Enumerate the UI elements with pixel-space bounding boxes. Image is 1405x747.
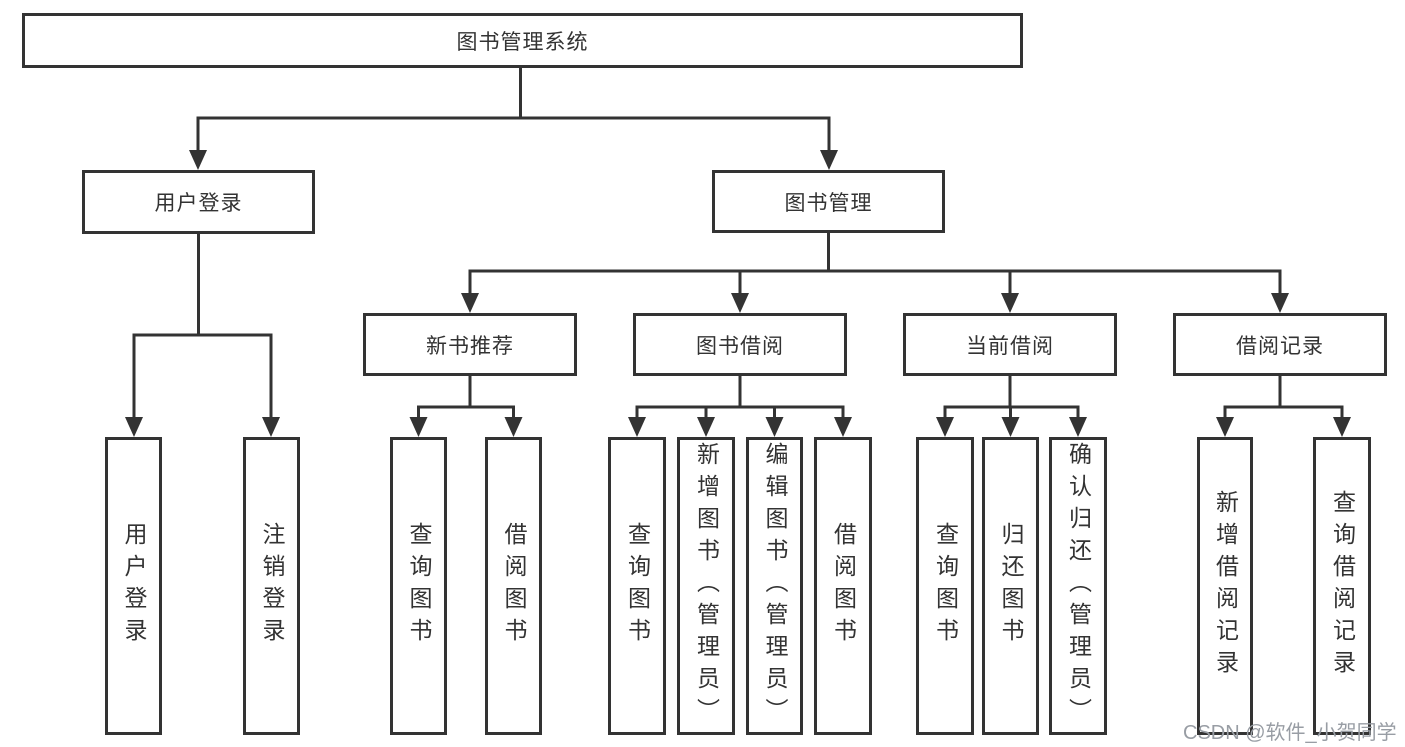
csdn-watermark: CSDN @软件_小贺同学 [1183,722,1397,744]
node-label: 借阅图书 [501,522,527,650]
arrowhead-icons [125,150,1351,437]
node-cb-confirm-return-admin: 确认归还（管理员） [1049,437,1107,735]
node-book-management: 图书管理 [712,170,945,233]
node-root-system: 图书管理系统 [22,13,1023,68]
node-label: 借阅图书 [830,522,857,650]
node-label: 查询图书 [406,522,432,650]
node-label: 新增图书（管理员） [693,442,720,730]
node-label: 用户登录 [154,192,243,215]
node-label: 查询图书 [932,522,959,650]
node-bb-query-book: 查询图书 [608,437,666,735]
node-new-book-recommend: 新书推荐 [363,313,577,376]
node-nbr-query-book: 查询图书 [390,437,447,735]
node-borrow-records: 借阅记录 [1173,313,1387,376]
node-bb-borrow-book: 借阅图书 [814,437,872,735]
node-label: 查询借阅记录 [1329,490,1356,682]
node-bb-edit-book-admin: 编辑图书（管理员） [746,437,803,735]
node-label: 图书管理系统 [456,30,589,54]
node-logout: 注销登录 [243,437,300,735]
node-cb-return-book: 归还图书 [982,437,1039,735]
node-bb-add-book-admin: 新增图书（管理员） [677,437,735,735]
node-br-query-record: 查询借阅记录 [1313,437,1371,735]
node-label: 借阅记录 [1236,334,1324,358]
node-user-login-group: 用户登录 [82,170,315,234]
node-cb-query-book: 查询图书 [916,437,974,735]
node-label: 图书借阅 [696,334,784,358]
node-book-borrowing: 图书借阅 [633,313,847,376]
node-label: 编辑图书（管理员） [762,442,788,730]
node-label: 图书管理 [784,191,873,215]
node-label: 查询图书 [624,522,651,650]
node-current-borrowing: 当前借阅 [903,313,1117,376]
node-br-add-record: 新增借阅记录 [1197,437,1253,735]
node-label: 注销登录 [259,522,285,650]
node-label: 当前借阅 [966,334,1054,358]
node-label: 用户登录 [121,522,147,650]
node-user-login: 用户登录 [105,437,162,735]
node-nbr-borrow-book: 借阅图书 [485,437,542,735]
node-label: 新书推荐 [426,334,514,358]
node-label: 确认归还（管理员） [1065,442,1092,730]
node-label: 归还图书 [998,522,1024,650]
node-label: 新增借阅记录 [1212,490,1239,682]
